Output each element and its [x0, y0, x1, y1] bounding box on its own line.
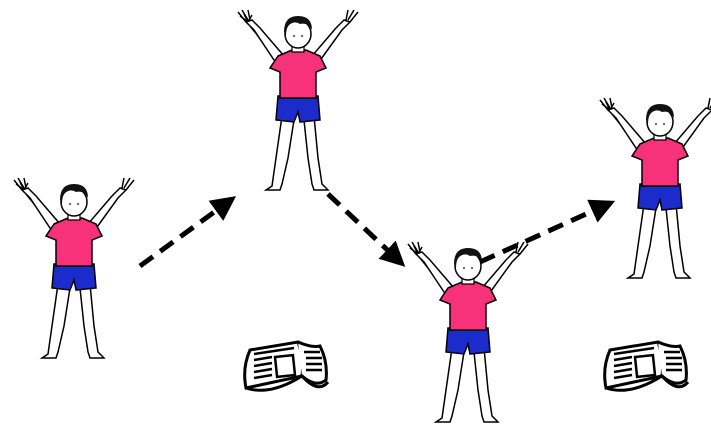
dashed-arrow-icon [328, 194, 398, 260]
jumping-person-icon [14, 178, 134, 358]
jumping-person-icon [600, 98, 711, 278]
dashed-arrow-icon [480, 205, 606, 262]
jumping-person-icon [238, 10, 358, 190]
newspaper-icon [245, 342, 328, 390]
dashed-arrow-icon [140, 202, 228, 266]
jumping-person-icon [408, 242, 528, 422]
newspaper-icon [605, 342, 688, 390]
